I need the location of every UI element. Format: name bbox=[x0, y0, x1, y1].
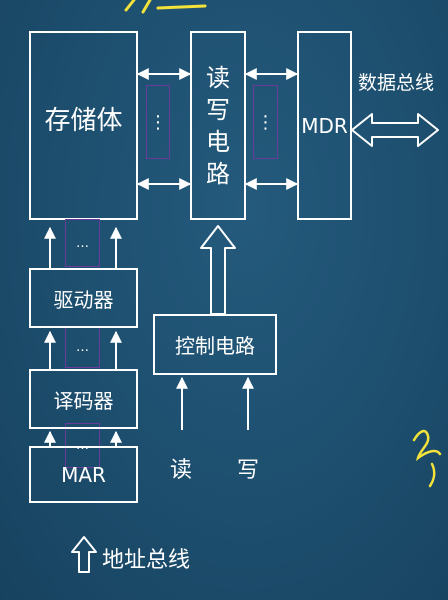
rw-mdr-dots: ⋮ bbox=[253, 85, 278, 159]
address-bus-arrow bbox=[71, 536, 97, 573]
control-circuit-label: 控制电路 bbox=[175, 334, 255, 358]
marker-scribble-right bbox=[412, 429, 442, 488]
decoder-mar-dots: … bbox=[65, 423, 100, 468]
control-circuit: 控制电路 bbox=[153, 314, 277, 375]
mar-register: MAR bbox=[29, 446, 138, 503]
read-label: 读 bbox=[170, 458, 193, 483]
driver-decoder-dots: … bbox=[65, 327, 100, 368]
data-bus-arrow bbox=[351, 113, 439, 147]
rw-circuit: 读写电路 bbox=[190, 31, 246, 220]
mdr-register: MDR bbox=[297, 31, 352, 220]
driver-box: 驱动器 bbox=[29, 268, 138, 328]
rw-circuit-label: 读写电路 bbox=[206, 63, 230, 188]
mdr-label: MDR bbox=[301, 113, 348, 138]
data-bus-label: 数据总线 bbox=[358, 72, 435, 94]
driver-label: 驱动器 bbox=[53, 287, 114, 312]
write-label: 写 bbox=[237, 458, 260, 483]
marker-scribble-top bbox=[124, 0, 207, 14]
mar-label: MAR bbox=[61, 462, 106, 487]
storage-rw-dots: ⋮ bbox=[146, 85, 170, 159]
decoder-box: 译码器 bbox=[29, 369, 138, 429]
storage-body: 存储体 bbox=[29, 31, 138, 220]
control-to-rw-arrow bbox=[200, 225, 236, 315]
storage-body-label: 存储体 bbox=[44, 106, 123, 136]
address-bus-label: 地址总线 bbox=[102, 548, 191, 573]
decoder-label: 译码器 bbox=[53, 388, 114, 413]
storage-driver-dots: … bbox=[65, 219, 100, 267]
